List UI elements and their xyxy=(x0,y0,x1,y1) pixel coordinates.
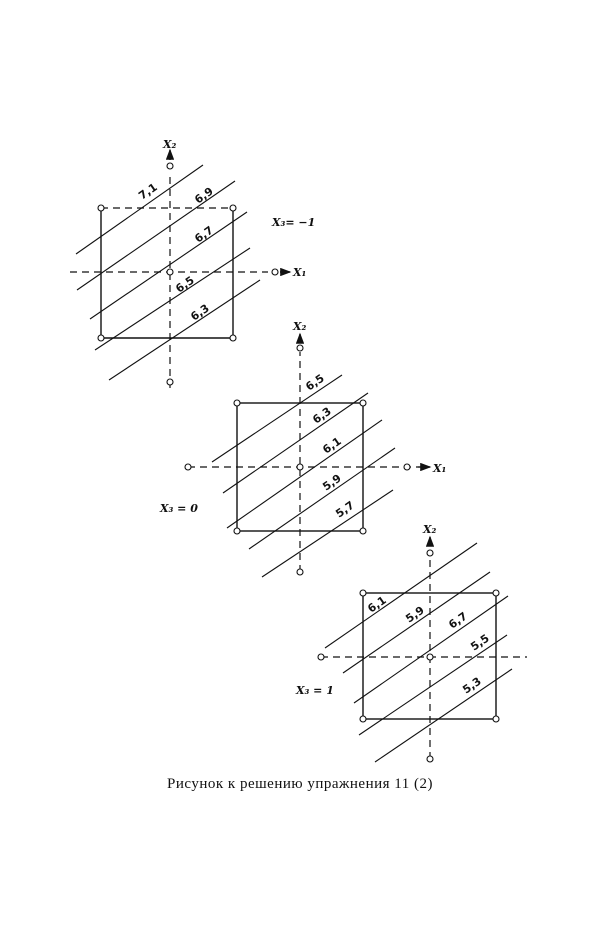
x1-label: X₁ xyxy=(432,462,446,475)
level-label: 5,9 xyxy=(403,604,426,626)
isolines xyxy=(75,164,261,381)
isolines xyxy=(324,542,513,763)
isoline xyxy=(108,279,261,381)
level-label: 6,1 xyxy=(320,435,343,457)
isoline xyxy=(89,211,248,320)
x2-label: X₂ xyxy=(292,320,307,333)
level-label: 6,7 xyxy=(446,610,469,632)
level-label: 6,7 xyxy=(192,224,215,246)
level-label: 5,5 xyxy=(468,632,491,654)
points xyxy=(97,162,279,386)
figure-caption: Рисунок к решению упражнения 11 (2) xyxy=(167,776,433,792)
x2-label: X₂ xyxy=(162,138,177,151)
level-label: 7,1 xyxy=(136,181,159,203)
level-label: 6,1 xyxy=(365,594,388,616)
level-label: 6,3 xyxy=(310,405,333,427)
condition-label: X₃= −1 xyxy=(271,216,315,229)
x1-label: X₁ xyxy=(292,266,306,279)
panel-x3-0: 6,5 6,3 6,1 5,9 5,7 X₂ X₁ X₃ = 0 xyxy=(159,320,446,578)
isoline xyxy=(94,247,251,351)
level-label: 6,9 xyxy=(192,185,215,207)
points xyxy=(317,549,500,763)
isoline xyxy=(76,180,236,291)
level-label: 6,3 xyxy=(188,302,211,324)
level-label: 6,5 xyxy=(173,274,196,296)
level-label: 5,3 xyxy=(460,675,483,697)
condition-label: X₃ = 1 xyxy=(295,684,334,697)
panel-x3-minus-1: 7,1 6,9 6,7 6,5 6,3 X₂ X₁ X₃= −1 xyxy=(70,138,315,388)
level-label: 5,9 xyxy=(320,472,343,494)
square xyxy=(362,592,497,720)
level-label: 5,7 xyxy=(333,499,356,521)
condition-label: X₃ = 0 xyxy=(159,502,198,515)
level-label: 6,5 xyxy=(303,372,326,394)
isoline xyxy=(75,164,204,255)
points xyxy=(184,344,411,576)
panel-x3-1: 6,1 5,9 6,7 5,5 5,3 X₂ X₃ = 1 xyxy=(295,523,527,763)
isolines xyxy=(211,374,396,578)
x2-label: X₂ xyxy=(422,523,437,536)
